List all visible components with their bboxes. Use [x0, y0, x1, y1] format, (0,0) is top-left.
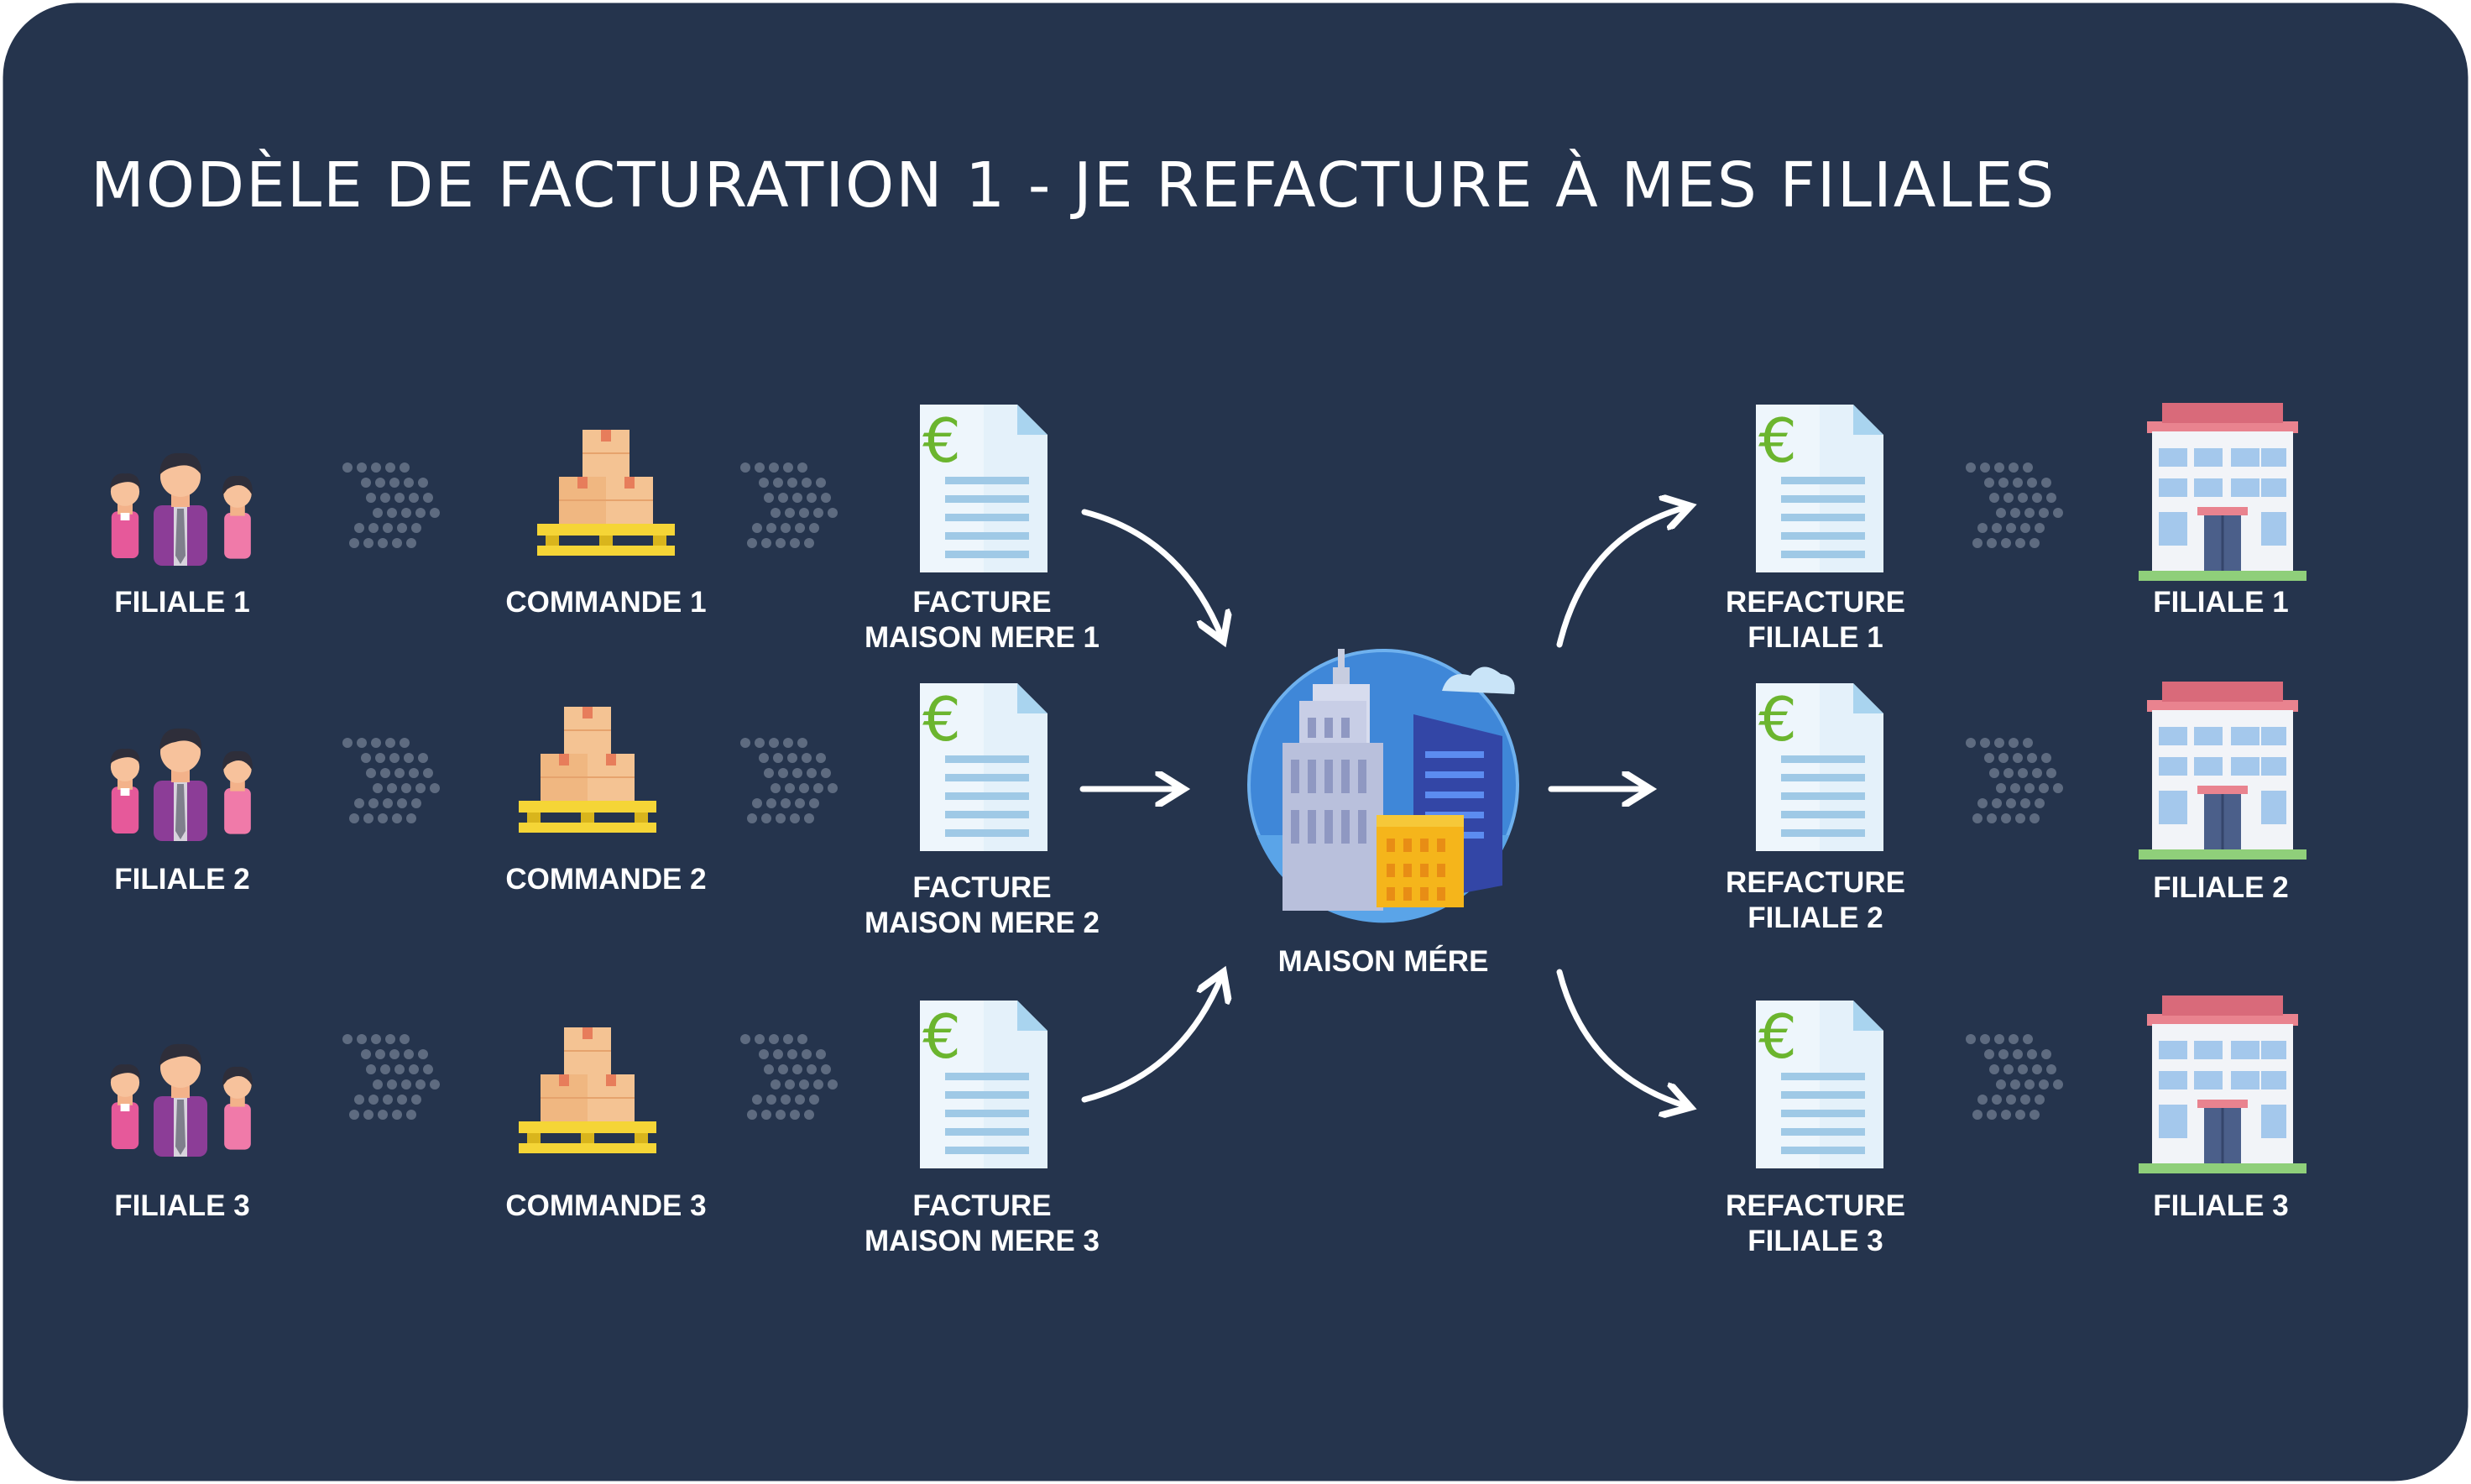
dotted-chevron-arrow-icon — [342, 738, 440, 823]
euro-invoice-icon — [920, 683, 1047, 851]
target-subsidiary-label: FILIALE 2 — [2153, 871, 2289, 904]
euro-invoice-icon — [920, 1001, 1047, 1168]
subsidiary-label: FILIALE 3 — [114, 1189, 250, 1222]
invoice-label: FACTURE MAISON MERE 3 — [864, 1189, 1100, 1257]
target-subsidiary-label: FILIALE 1 — [2153, 586, 2289, 619]
order-label: COMMANDE 1 — [505, 586, 707, 619]
arrow-invoice1-to-center — [1081, 509, 1222, 638]
arrow-center-to-reinvoice3 — [1556, 969, 1687, 1106]
order-label: COMMANDE 3 — [505, 1189, 707, 1222]
dotted-chevron-arrow-icon — [740, 462, 838, 548]
euro-invoice-icon — [1756, 405, 1883, 572]
invoice-label: FACTURE MAISON MERE 2 — [864, 871, 1100, 939]
euro-invoice-icon — [1756, 1001, 1883, 1168]
city-skyline-icon — [1247, 649, 1519, 923]
subsidiary-label: FILIALE 1 — [114, 586, 250, 619]
dotted-chevron-arrow-icon — [1966, 738, 2063, 823]
office-building-icon — [2137, 994, 2308, 1175]
office-building-icon — [2137, 401, 2308, 583]
dotted-chevron-arrow-icon — [740, 1034, 838, 1120]
reinvoice-label: REFACTURE FILIALE 2 — [1726, 866, 1905, 934]
dotted-chevron-arrow-icon — [740, 738, 838, 823]
euro-invoice-icon — [1756, 683, 1883, 851]
center-label: MAISON MÉRE — [1277, 945, 1489, 978]
flow-arrows-group — [342, 462, 2063, 1120]
dotted-chevron-arrow-icon — [1966, 1034, 2063, 1120]
order-label: COMMANDE 2 — [505, 863, 707, 896]
arrow-invoice3-to-center — [1081, 975, 1222, 1103]
invoice-label: FACTURE MAISON MERE 1 — [864, 586, 1100, 654]
target-subsidiary-label: FILIALE 3 — [2153, 1189, 2289, 1222]
subsidiary-label: FILIALE 2 — [114, 863, 250, 896]
arrow-center-to-reinvoice1 — [1556, 507, 1687, 648]
dotted-chevron-arrow-icon — [342, 1034, 440, 1120]
dotted-chevron-arrow-icon — [342, 462, 440, 548]
connector-arrows — [1079, 507, 1687, 1106]
office-building-icon — [2137, 680, 2308, 861]
reinvoice-label: REFACTURE FILIALE 3 — [1726, 1189, 1905, 1257]
reinvoice-label: REFACTURE FILIALE 1 — [1726, 586, 1905, 654]
euro-invoice-icon — [920, 405, 1047, 572]
page-title: MODÈLE DE FACTURATION 1 - JE REFACTURE À… — [91, 149, 2056, 222]
dotted-chevron-arrow-icon — [1966, 462, 2063, 548]
